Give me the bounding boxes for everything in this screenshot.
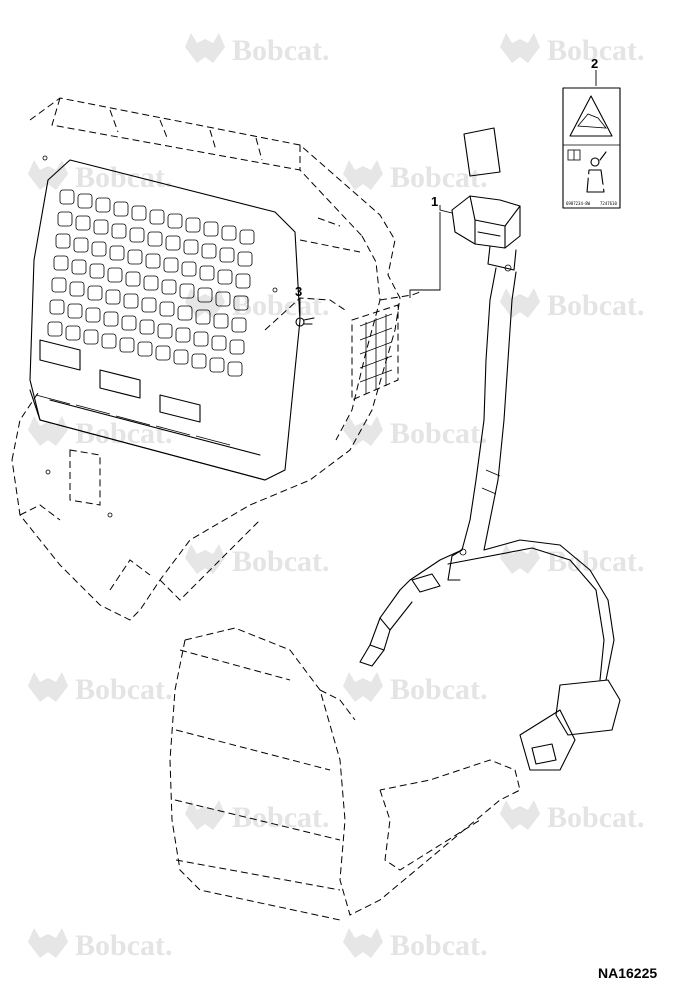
watermark-text: Bobcat. xyxy=(547,545,645,578)
callout-label-3: 3 xyxy=(295,284,302,299)
seat-belt-retractor xyxy=(359,127,621,771)
cab-frame xyxy=(11,97,421,621)
watermark-text: Bobcat. xyxy=(232,34,330,67)
watermark-text: Bobcat. xyxy=(390,929,488,962)
watermark-text: Bobcat. xyxy=(547,34,645,67)
watermark-text: Bobcat. xyxy=(390,673,488,706)
safety-decal: 6987234-8W 7247610 xyxy=(562,87,621,209)
callout-label-1: 1 xyxy=(431,194,438,209)
mounting-bolt xyxy=(295,317,315,327)
figure-id: NA16225 xyxy=(598,965,657,981)
watermark-text: Bobcat. xyxy=(232,545,330,578)
watermark-text: Bobcat. xyxy=(390,417,488,450)
watermark-text: Bobcat. xyxy=(547,801,645,834)
watermark-text: Bobcat. xyxy=(547,289,645,322)
decal-part-number: 6987234-8W xyxy=(566,201,591,206)
callout-group: 2 1 3 xyxy=(295,56,598,316)
watermark-text: Bobcat. xyxy=(390,161,488,194)
watermark-text: Bobcat. xyxy=(232,289,330,322)
callout-label-2: 2 xyxy=(591,56,598,71)
side-window-grille xyxy=(351,304,399,401)
watermark-text: Bobcat. xyxy=(75,161,173,194)
decal-code: 7247610 xyxy=(600,201,617,206)
watermark-text: Bobcat. xyxy=(232,801,330,834)
watermark-text: Bobcat. xyxy=(75,929,173,962)
watermark-text: Bobcat. xyxy=(75,673,173,706)
seat xyxy=(169,627,521,921)
front-screen-mesh xyxy=(29,159,301,481)
